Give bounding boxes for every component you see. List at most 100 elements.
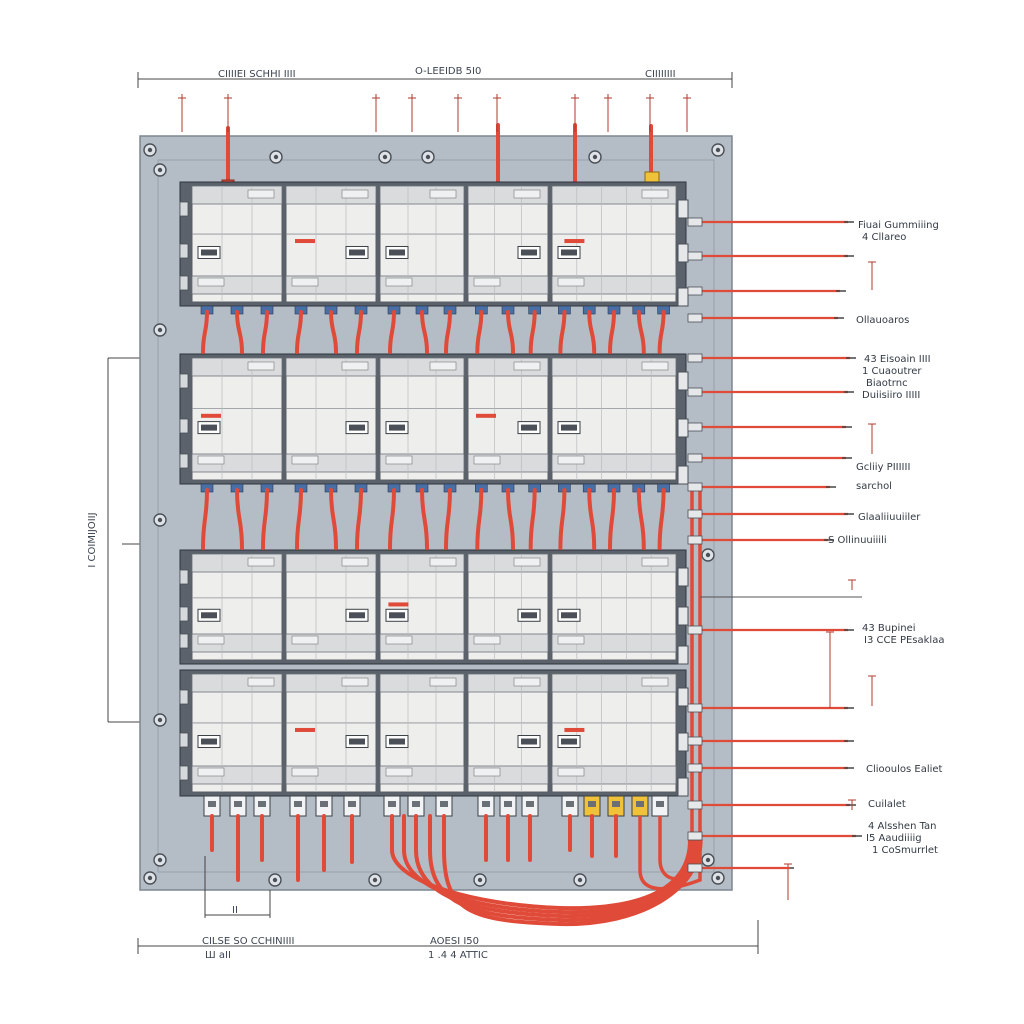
interconnect-wire — [444, 488, 452, 550]
side-terminal — [677, 606, 689, 626]
interconnect-wire — [420, 488, 429, 550]
screw-center — [273, 154, 279, 160]
breaker-label-strip — [197, 277, 225, 287]
left-clamp — [179, 606, 189, 622]
lead-clamp — [687, 422, 703, 432]
breaker-switch — [521, 249, 537, 256]
breaker-switch — [521, 612, 537, 619]
bottom-terminal-screw — [504, 801, 512, 807]
breaker-switch — [389, 612, 405, 619]
terminal-label-t1-line1: Fiuai Gummiiing — [858, 220, 939, 231]
interconnect-wire — [295, 310, 303, 354]
side-terminal — [677, 243, 689, 263]
interconnect-wire — [475, 310, 484, 354]
interconnect-wire — [329, 488, 338, 550]
screw-center — [705, 857, 711, 863]
interconnect-wire — [355, 310, 363, 354]
bundle-wire — [402, 814, 695, 915]
screw-center — [157, 857, 163, 863]
interconnect-wire — [388, 488, 396, 550]
breaker-indicator — [295, 727, 315, 732]
interconnect-wire — [608, 488, 616, 550]
breaker-switch — [561, 424, 577, 431]
breaker-switch — [561, 738, 577, 745]
terminal-label-t10-line2: I5 Aaudiiiig — [866, 833, 922, 844]
side-terminal — [677, 465, 689, 485]
screw-center — [477, 877, 483, 883]
breaker-label-strip — [641, 677, 669, 687]
interconnect-wire — [636, 488, 646, 550]
breaker-label-strip — [247, 557, 275, 567]
interconnect-wire — [528, 488, 537, 550]
breaker-indicator — [476, 413, 496, 418]
left-clamp — [179, 275, 189, 291]
bottom-terminal-screw — [208, 801, 216, 807]
breaker-switch — [389, 424, 405, 431]
breaker-switch — [349, 738, 365, 745]
lead-clamp — [687, 800, 703, 810]
left-dimension-label: I COIMIJOIIJ — [87, 512, 98, 567]
left-clamp — [179, 201, 189, 217]
screw-center — [592, 154, 598, 160]
breaker-switch — [521, 738, 537, 745]
breaker-label-strip — [641, 361, 669, 371]
right-terminal-leads — [687, 217, 876, 900]
lead-clamp — [687, 863, 703, 873]
breaker-switch — [201, 738, 217, 745]
bottom-terminal-screw — [320, 801, 328, 807]
left-clamp — [179, 243, 189, 259]
breaker-label-strip — [197, 767, 225, 777]
terminal-label-t3-line2: 1 Cuaoutrer — [862, 366, 922, 377]
terminal-label-t2: Ollauoaros — [856, 315, 909, 326]
interconnect-wire — [329, 310, 338, 354]
screw-center — [157, 167, 163, 173]
breaker-indicator — [564, 727, 585, 732]
bottom-span-label: II — [232, 905, 238, 916]
interconnect-wire — [201, 310, 209, 354]
bottom-center-dimension-label: AOESI I50 — [430, 936, 479, 947]
breaker-switch — [201, 249, 217, 256]
screw-center — [577, 877, 583, 883]
interconnect-wire — [587, 488, 597, 550]
interconnect-wire — [657, 310, 666, 354]
bundle-wire — [414, 814, 698, 919]
left-clamp — [179, 418, 189, 434]
interconnect-wire — [608, 310, 616, 354]
bottom-terminal-screw — [348, 801, 356, 807]
screw-center — [147, 875, 153, 881]
breaker-label-strip — [385, 455, 413, 465]
screw-center — [715, 875, 721, 881]
side-terminal — [677, 418, 689, 438]
bottom-terminal-screw — [388, 801, 396, 807]
screw-center — [157, 717, 163, 723]
breaker-indicator — [388, 602, 409, 607]
side-terminal — [677, 777, 689, 797]
breaker-switch — [201, 424, 217, 431]
bottom-terminal-screw — [234, 801, 242, 807]
breaker-switch — [561, 249, 577, 256]
screw-center — [272, 877, 278, 883]
bottom-center-dimension-sublabel: 1 .4 4 ATTIC — [428, 950, 488, 961]
breaker-label-strip — [513, 189, 541, 199]
top-dimension: CIIIIEI SCHHI IIII O-LEEIDB 5I0 CIIIIIII… — [137, 66, 733, 88]
breaker-label-strip — [557, 767, 585, 777]
breaker-switch — [349, 249, 365, 256]
screw-center — [382, 154, 388, 160]
bundle-wire — [428, 814, 700, 923]
interconnect-wire — [636, 310, 646, 354]
terminal-label-t7-line2: I3 CCE PEsaklaa — [864, 635, 944, 646]
side-terminal — [677, 287, 689, 307]
breaker-label-strip — [641, 557, 669, 567]
bottom-terminal-screw — [588, 801, 596, 807]
side-terminal — [677, 732, 689, 752]
terminal-label-t6: S Ollinuuiiili — [828, 535, 887, 546]
left-clamp — [179, 633, 189, 649]
bottom-left-dimension-label: CILSE SO CCHINIIII — [202, 936, 294, 947]
bundle-wire — [442, 814, 703, 927]
interconnect-wire — [261, 488, 269, 550]
lead-clamp — [687, 353, 703, 363]
terminal-labels: Fiuai Gummiiing 4 Cllareo Ollauoaros 43 … — [828, 220, 944, 856]
breaker-label-strip — [341, 677, 369, 687]
riser-wire — [638, 490, 702, 891]
side-terminal — [677, 199, 689, 219]
